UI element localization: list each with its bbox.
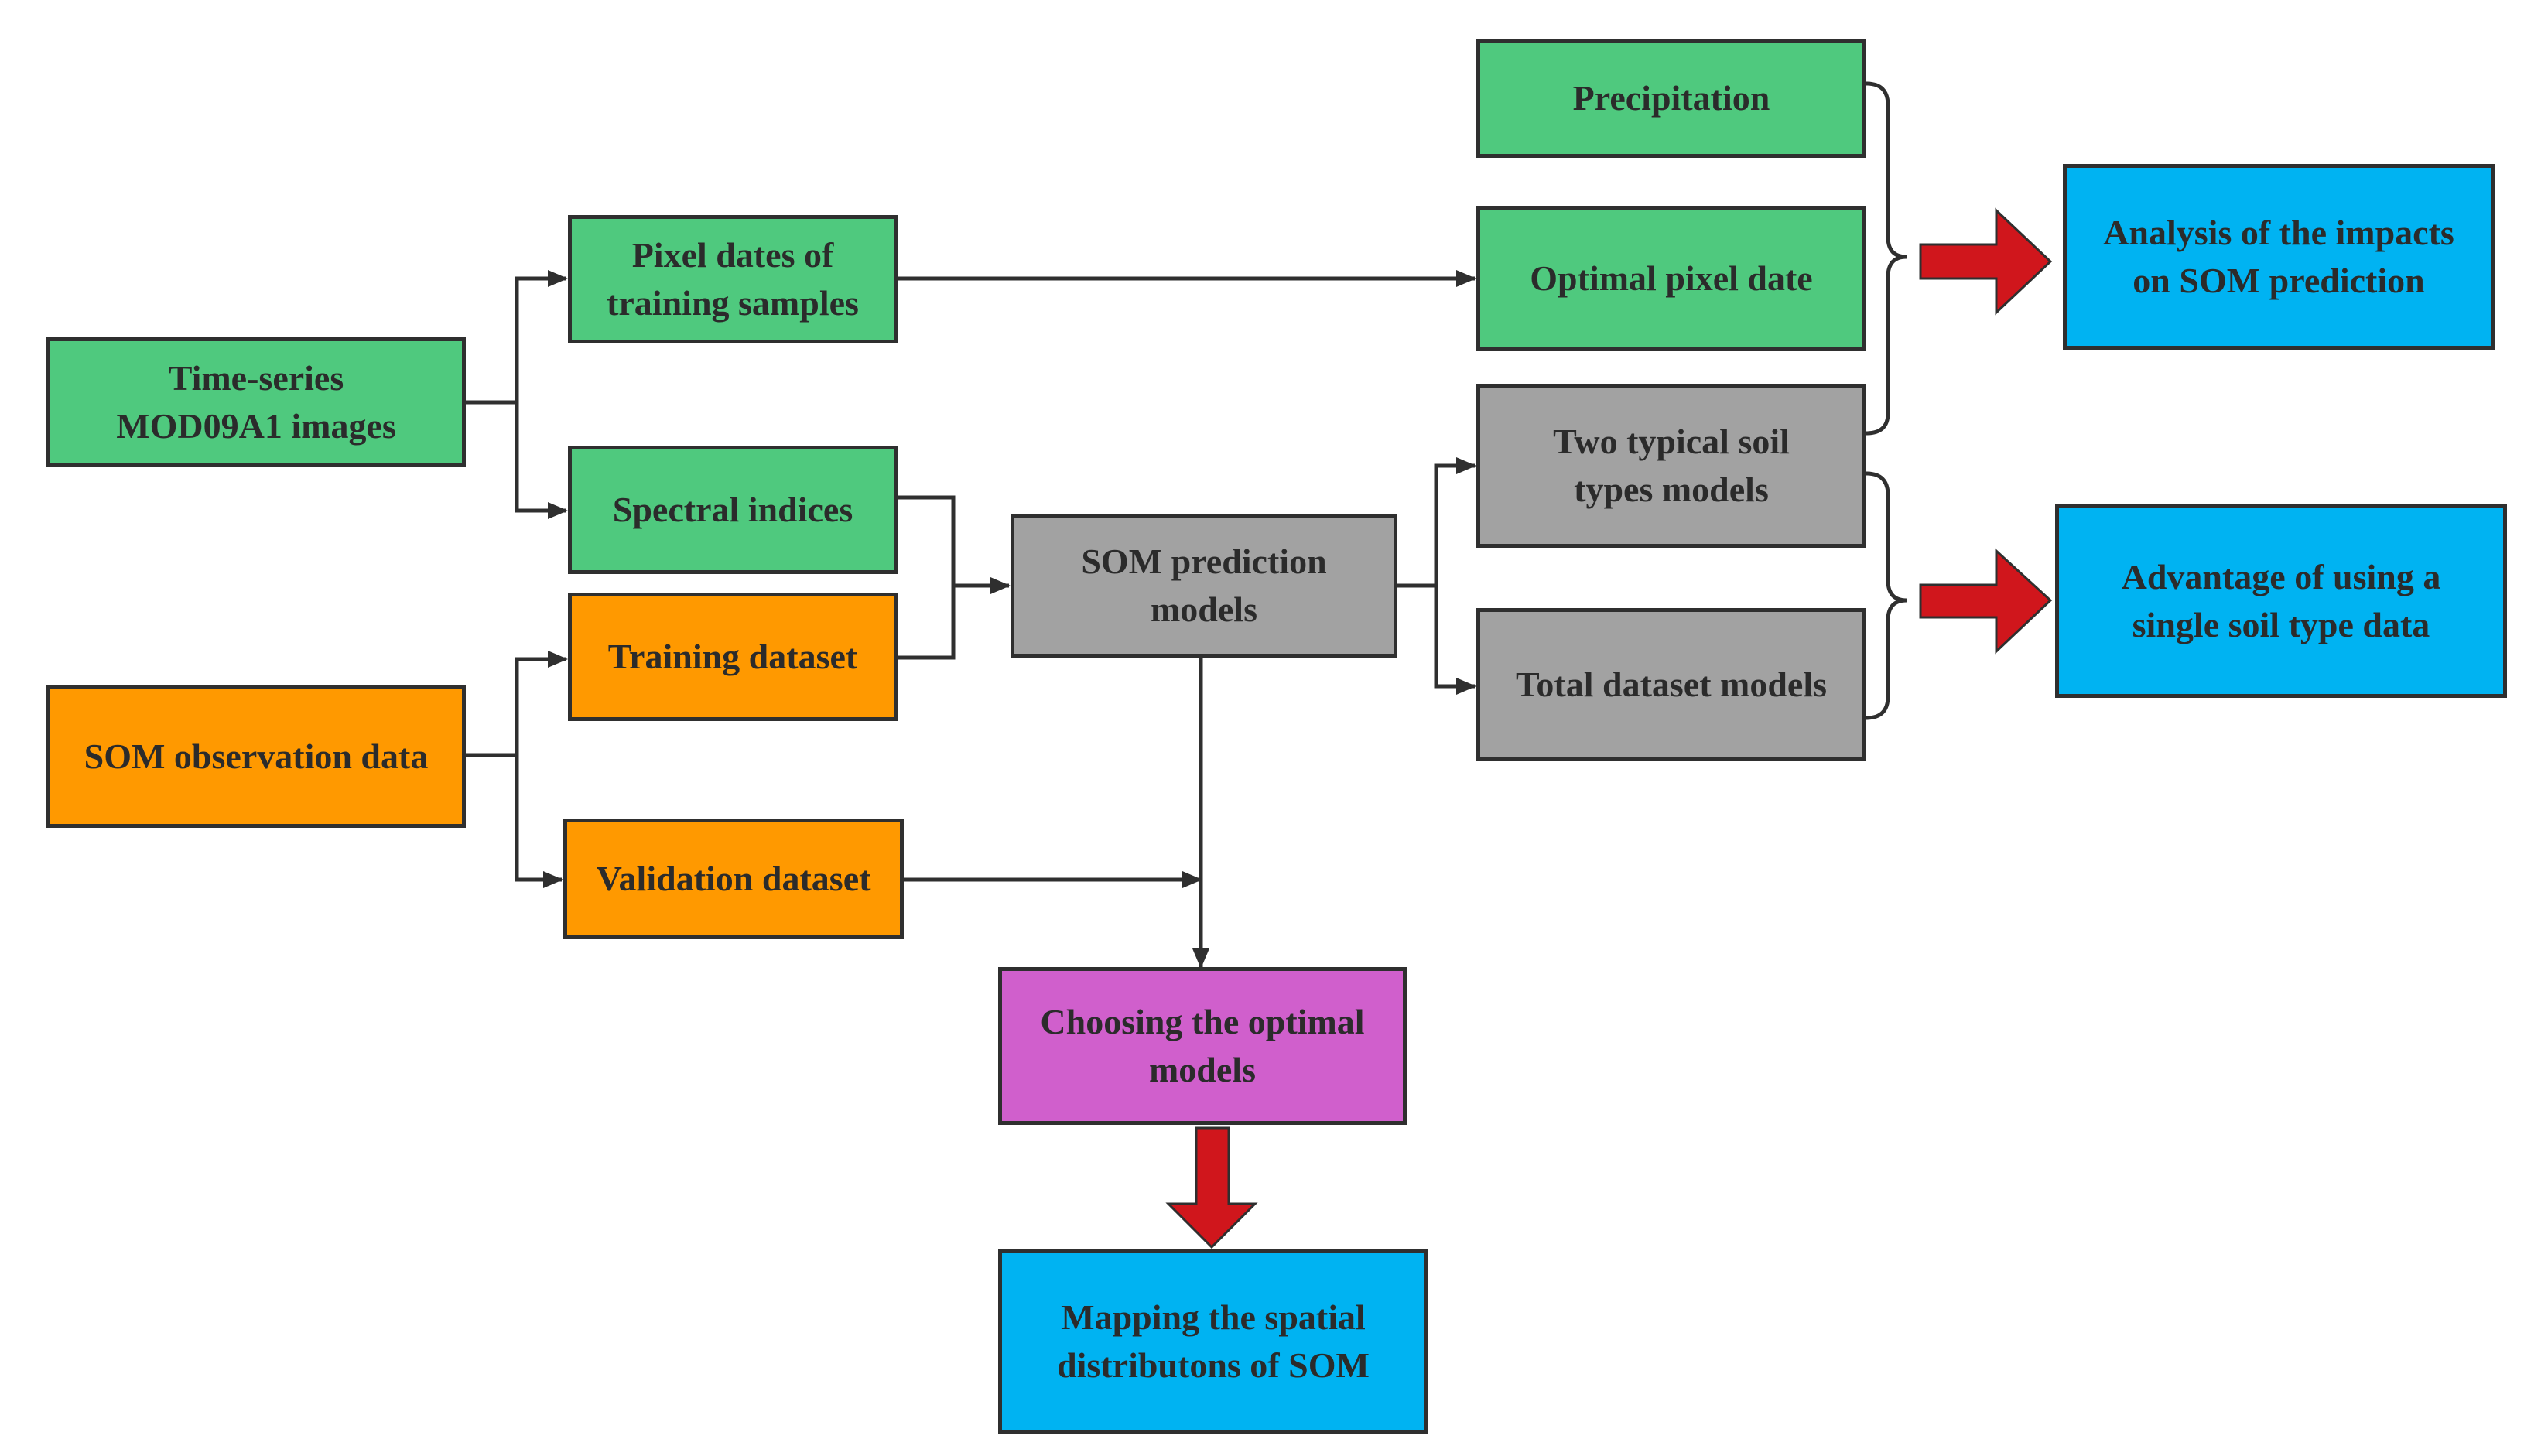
- choosing-optimal-box: Choosing the optimal models: [998, 967, 1407, 1125]
- spectral-indices-label: Spectral indices: [612, 490, 853, 529]
- total-dataset-box: Total dataset models: [1476, 608, 1866, 761]
- brace-lower: [1866, 471, 1907, 720]
- connector-time-series-to-pixel-dates: [515, 270, 568, 402]
- training-dataset-box: Training dataset: [568, 593, 898, 721]
- precipitation-box: Precipitation: [1476, 39, 1866, 158]
- som-observation-label: SOM observation data: [84, 737, 429, 776]
- time-series-box: Time-series MOD09A1 images: [46, 337, 466, 467]
- mapping-box: Mapping the spatial distributons of SOM: [998, 1249, 1428, 1434]
- advantage-box: Advantage of using a single soil type da…: [2055, 504, 2507, 698]
- red-arrow-to-analysis: [1919, 207, 2053, 316]
- red-arrow-to-advantage: [1919, 548, 2053, 655]
- pixel-dates-box: Pixel dates of training samples: [568, 215, 898, 343]
- spectral-indices-box: Spectral indices: [568, 446, 898, 574]
- validation-dataset-box: Validation dataset: [563, 819, 904, 939]
- connector-to-total-dataset: [1434, 586, 1476, 695]
- som-prediction-label: SOM prediction models: [1081, 542, 1327, 629]
- total-dataset-label: Total dataset models: [1515, 665, 1828, 704]
- two-typical-soil-box: Two typical soil types models: [1476, 384, 1866, 548]
- training-dataset-label: Training dataset: [607, 637, 858, 676]
- connector-spectral-to-merge: [896, 495, 956, 660]
- mapping-label: Mapping the spatial distributons of SOM: [1057, 1297, 1370, 1385]
- choosing-optimal-label: Choosing the optimal models: [1040, 1002, 1365, 1089]
- connector-time-series-to-spectral: [515, 402, 568, 519]
- validation-dataset-label: Validation dataset: [596, 859, 871, 898]
- analysis-impacts-box: Analysis of the impacts on SOM predictio…: [2063, 164, 2495, 350]
- connector-observation-to-training: [515, 651, 568, 755]
- advantage-label: Advantage of using a single soil type da…: [2121, 557, 2441, 644]
- optimal-pixel-date-label: Optimal pixel date: [1530, 258, 1813, 298]
- pixel-dates-label: Pixel dates of training samples: [607, 235, 859, 323]
- time-series-label: Time-series MOD09A1 images: [116, 358, 396, 446]
- connector-observation-to-validation: [515, 755, 563, 888]
- two-typical-soil-label: Two typical soil types models: [1553, 422, 1790, 509]
- som-observation-box: SOM observation data: [46, 685, 466, 828]
- precipitation-label: Precipitation: [1572, 78, 1770, 118]
- som-prediction-box: SOM prediction models: [1011, 514, 1397, 658]
- brace-upper: [1866, 81, 1907, 436]
- analysis-impacts-label: Analysis of the impacts on SOM predictio…: [2103, 213, 2454, 300]
- optimal-pixel-date-box: Optimal pixel date: [1476, 206, 1866, 351]
- red-arrow-to-mapping: [1165, 1126, 1258, 1249]
- connector-to-two-typical: [1434, 457, 1476, 586]
